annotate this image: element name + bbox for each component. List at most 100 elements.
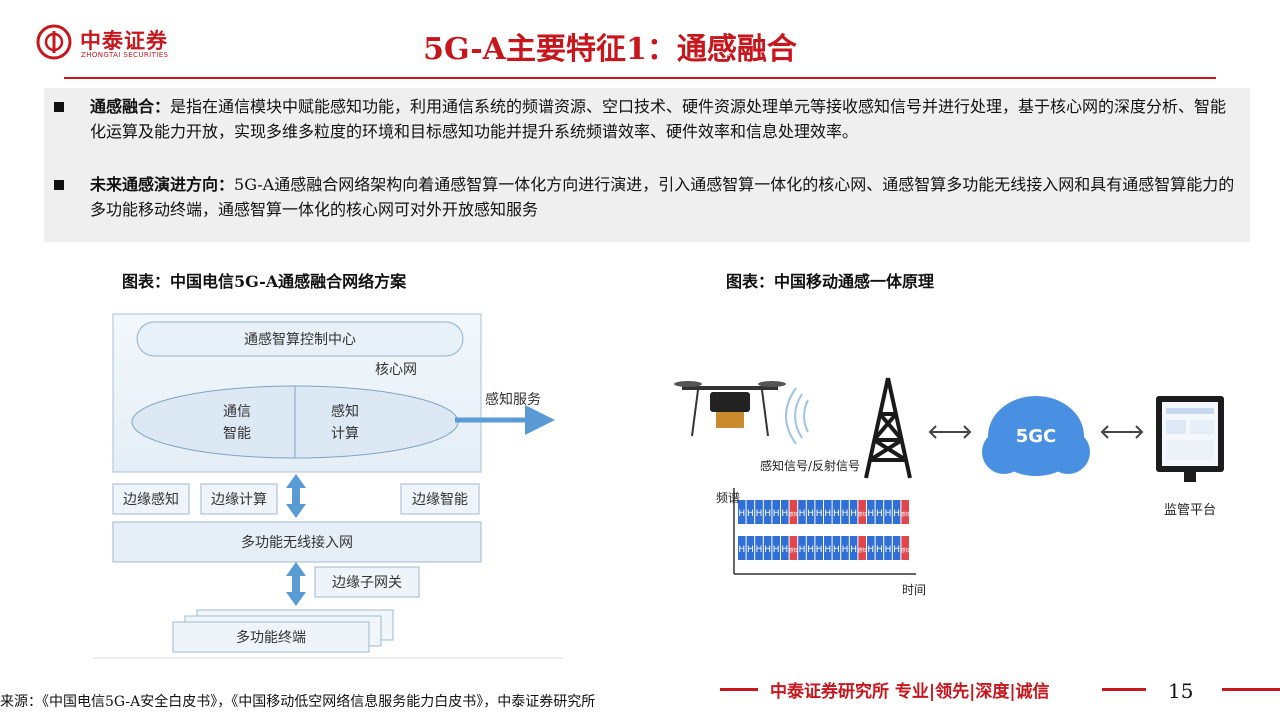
comm-cell — [832, 536, 841, 560]
comm-cell-label: H — [833, 509, 840, 519]
comm-cell — [815, 536, 823, 560]
page-title: 5G-A主要特征1：通感融合 — [423, 32, 797, 67]
signal-label: 感知信号/反射信号 — [760, 458, 860, 473]
up-down-arrow — [286, 474, 306, 518]
5gc-cloud-icon — [982, 396, 1090, 476]
edge-gateway-label: 边缘子网关 — [332, 575, 402, 591]
spectrum-label-axis: 频谱 — [716, 491, 740, 505]
ran-label: 多功能无线接入网 — [241, 534, 353, 551]
sensing-cell — [901, 500, 909, 524]
comm-cell-label: H — [824, 509, 831, 519]
monitor-icon — [1156, 396, 1224, 482]
comm-cell — [849, 536, 858, 560]
comm-cell — [824, 536, 832, 560]
comm-cell-label: H — [807, 509, 814, 519]
footer-divider — [1102, 688, 1146, 691]
comm-cell-label: H — [781, 509, 788, 519]
drone-icon — [674, 381, 786, 437]
comm-cell — [738, 536, 746, 560]
sensing-cell — [789, 536, 798, 560]
comm-cell-label: H — [799, 509, 806, 519]
comm-cell — [875, 500, 884, 524]
footer-divider — [720, 688, 758, 691]
sensing-cell-label: 感知 — [857, 547, 867, 554]
bullet-square-icon — [54, 180, 64, 190]
comm-cell-label: H — [764, 509, 771, 519]
comm-cell-label: H — [850, 545, 857, 555]
comm-cell — [806, 536, 815, 560]
comm-cell-label: H — [876, 545, 883, 555]
cmcc-sensing-diagram: 感知信号/反射信号 5GC — [670, 360, 1270, 610]
comm-cell-label: H — [867, 509, 874, 519]
footer-divider — [1222, 688, 1280, 691]
comm-cell-label: H — [816, 509, 823, 519]
source-note: 来源：《中国电信5G-A安全白皮书》，《中国移动低空网络信息服务能力白皮书》，中… — [0, 694, 596, 710]
bidirectional-arrow-icon — [928, 425, 1144, 439]
left-figure-caption: 图表：中国电信5G-A通感融合网络方案 — [122, 272, 407, 291]
control-center-pill — [136, 321, 464, 357]
comm-cell — [798, 500, 806, 524]
spectrum-label: 频谱 — [716, 491, 740, 505]
platform-label: 监管平台 — [1164, 503, 1216, 518]
core-network-label: 核心网 — [375, 362, 417, 378]
edge-compute-label: 边缘计算 — [211, 492, 267, 508]
comm-cell — [755, 500, 763, 524]
bullet-square-icon — [54, 102, 64, 112]
edge-intelligence-label: 边缘智能 — [412, 492, 468, 508]
comm-cell-label: H — [893, 545, 900, 555]
company-logo: 中泰证券 ZHONGTAI SECURITIES — [36, 22, 216, 66]
logo-subtitle: ZHONGTAI SECURITIES — [81, 51, 169, 59]
comm-cell — [841, 500, 849, 524]
logo-name: 中泰证券 — [80, 29, 168, 53]
comm-cell — [772, 536, 780, 560]
comm-cell-label: H — [738, 545, 745, 555]
summary-box: 通感融合：是指在通信模块中赋能感知功能，利用通信系统的频谱资源、空口技术、硬件资… — [44, 88, 1250, 242]
comm-cell — [781, 536, 789, 560]
comm-cell-label: H — [738, 509, 745, 519]
bullet-lead: 通感融合： — [90, 97, 171, 116]
edge-gateway-box — [314, 566, 420, 598]
comm-cell-label: H — [824, 545, 831, 555]
page-number: 15 — [1168, 679, 1194, 703]
terminal-label: 多功能终端 — [236, 629, 306, 646]
comm-cell-label: H — [747, 545, 754, 555]
sensing-cell — [901, 536, 909, 560]
comm-cell — [867, 536, 875, 560]
comm-cell-label: H — [885, 545, 892, 555]
comm-cell — [772, 500, 780, 524]
comm-cell — [781, 500, 789, 524]
comm-cell — [763, 536, 772, 560]
comm-cell-label: H — [885, 509, 892, 519]
sense-label-2: 计算 — [331, 426, 359, 442]
sensing-cell — [789, 500, 798, 524]
terminal-box — [172, 621, 370, 653]
comm-cell — [746, 500, 755, 524]
comm-cell-label: H — [842, 545, 849, 555]
edge-sensing-label: 边缘感知 — [123, 491, 179, 508]
comm-cell-label: H — [807, 545, 814, 555]
comm-cell-label: H — [773, 545, 780, 555]
comm-cell — [884, 500, 892, 524]
comm-cell-label: H — [876, 509, 883, 519]
sensing-cell-label: 感知 — [788, 547, 798, 554]
control-center-label: 通感智算控制中心 — [244, 331, 356, 348]
footer-slogan: 中泰证券研究所 专业|领先|深度|诚信 — [770, 682, 1050, 702]
bullet-text: 5G-A通感融合网络架构向着通感智算一体化方向进行演进，引入通感智算一体化的核心… — [90, 175, 1235, 219]
sensing-service-label: 感知服务 — [485, 391, 541, 408]
telecom-network-diagram: 通感智算控制中心 核心网 通信 智能 感知 计算 感知服务 边缘感知 边缘计算 … — [93, 308, 573, 660]
bullet-lead: 未来通感演进方向： — [90, 175, 235, 194]
comm-cell — [755, 536, 763, 560]
comm-cell — [849, 500, 858, 524]
comm-cell-label: H — [756, 509, 763, 519]
comm-cell — [841, 536, 849, 560]
comm-cell — [806, 500, 815, 524]
comm-label-2: 智能 — [223, 426, 251, 442]
cell-tower-icon — [864, 377, 912, 479]
right-figure-caption: 图表：中国移动通感一体原理 — [726, 272, 935, 291]
comm-cell-label: H — [756, 545, 763, 555]
edge-intelligence-box — [400, 483, 480, 515]
comm-cell — [875, 536, 884, 560]
comm-cell — [892, 536, 901, 560]
sensing-cell — [858, 500, 866, 524]
